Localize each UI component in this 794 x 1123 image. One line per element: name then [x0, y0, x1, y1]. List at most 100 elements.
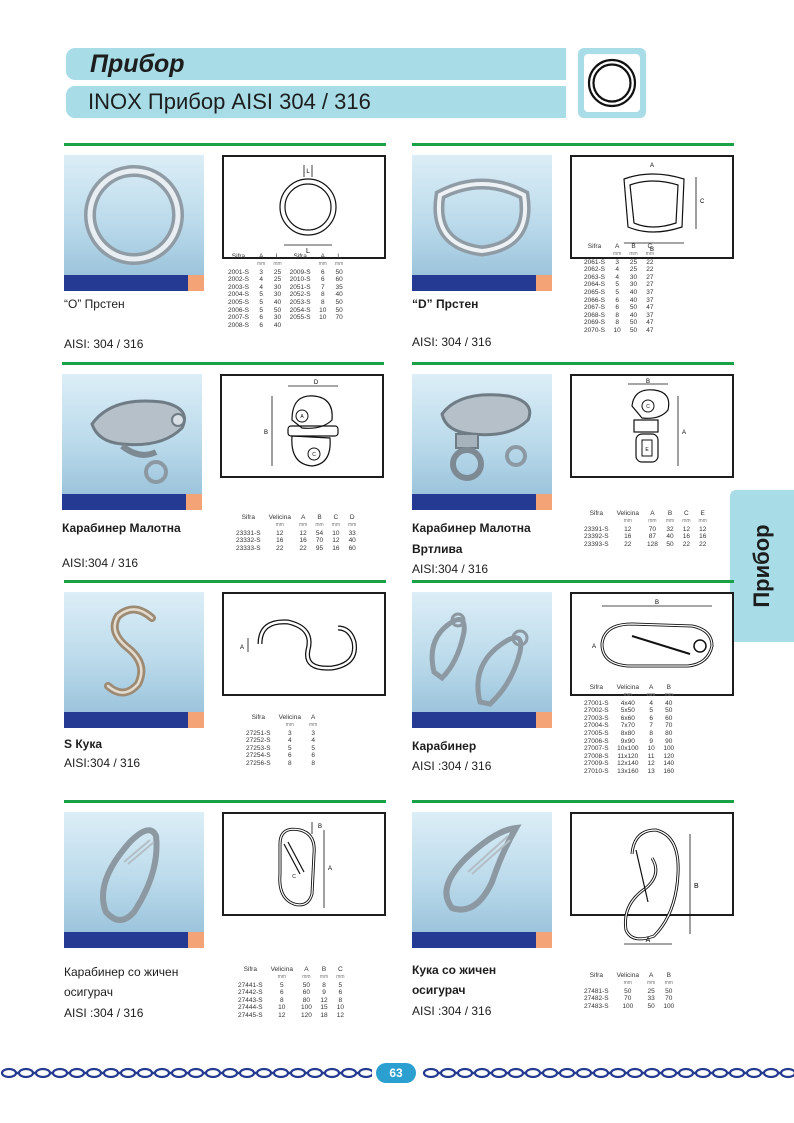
section-blue-bar — [64, 712, 188, 728]
product-photo — [64, 155, 204, 275]
side-tab-label: Прибор — [749, 524, 774, 608]
chain-decoration-icon — [422, 1067, 794, 1079]
chain-link — [119, 1067, 137, 1079]
unit-cell — [286, 261, 315, 269]
table-cell: 70 — [315, 537, 324, 545]
table-cell: 23393-S — [584, 540, 609, 548]
section-rule — [64, 800, 386, 803]
ring-logo-icon — [587, 58, 637, 108]
chain-decoration-icon — [0, 1067, 372, 1079]
column-header: D — [349, 514, 355, 521]
table-cell: 5 — [287, 744, 292, 752]
table-cell: 27445-S — [238, 1011, 263, 1019]
table-cell: 40 — [273, 298, 282, 306]
chain-link — [272, 1067, 290, 1079]
column-header: Velicina — [616, 684, 639, 691]
column-header: A — [304, 966, 309, 973]
table-cell: 50 — [665, 707, 673, 715]
product-photo — [64, 812, 204, 932]
chain-link — [170, 1067, 188, 1079]
table-cell: 27252-S — [246, 737, 271, 745]
table-cell: 27 — [646, 273, 654, 281]
table-cell: 33 — [348, 529, 356, 537]
table-cell: 30 — [273, 314, 282, 322]
section-rule — [64, 580, 386, 583]
product-photo — [412, 812, 552, 932]
table-cell: 6 — [338, 989, 343, 997]
unit-cell: mm — [256, 261, 266, 267]
section-blue-bar — [62, 494, 186, 510]
chain-link — [102, 1067, 120, 1079]
table-cell: 50 — [629, 326, 638, 334]
table-cell: 37 — [646, 288, 654, 296]
table-cell: 54 — [315, 529, 324, 537]
unit-cell: mm — [698, 518, 707, 524]
column-header: Sifra — [587, 243, 602, 250]
table-cell: 30 — [273, 291, 282, 299]
product-name-line2: Вртлива — [412, 542, 463, 556]
table-cell — [315, 322, 331, 330]
chain-link — [34, 1067, 52, 1079]
drawing-label: B — [650, 247, 654, 253]
table-cell: 25 — [629, 258, 638, 266]
drawing-label: B — [646, 379, 650, 385]
category-side-tab[interactable]: Прибор — [730, 490, 794, 642]
product-name: Карабинер — [412, 739, 477, 753]
column-header: A — [650, 510, 655, 517]
chain-link — [439, 1067, 457, 1079]
technical-drawing: B C A E — [570, 374, 734, 478]
technical-drawing: B A C — [222, 812, 386, 916]
snap-shackle-photo-icon — [90, 399, 186, 484]
table-cell: 11 — [647, 752, 655, 760]
column-header: C — [333, 514, 339, 521]
chain-link — [153, 1067, 171, 1079]
chain-link — [136, 1067, 154, 1079]
table-cell: 12 — [299, 529, 307, 537]
table-cell: 5 — [338, 981, 343, 989]
column-header: A — [258, 253, 264, 260]
table-cell — [331, 322, 347, 330]
unit-cell: mm — [682, 518, 691, 524]
table-cell: 2007-S — [228, 314, 249, 322]
product-name: Кука со жичен — [412, 963, 497, 977]
chain-link — [255, 1067, 273, 1079]
table-cell: 7x70 — [620, 722, 635, 730]
table-cell: 95 — [315, 544, 324, 552]
table-cell: 10 — [647, 745, 655, 753]
product-photo — [412, 374, 552, 494]
table-cell: 47 — [646, 304, 654, 312]
table-cell: 8 — [649, 729, 653, 737]
table-cell: 4 — [259, 276, 263, 284]
table-cell: 6 — [287, 752, 292, 760]
product-name: Карабинер Малотна — [62, 521, 181, 535]
product-photo — [62, 374, 202, 494]
header-subtitle-bar: INOX Прибор AISI 304 / 316 — [66, 86, 566, 118]
table-cell: 4x40 — [620, 699, 635, 707]
chain-link — [238, 1067, 256, 1079]
table-cell: 27004-S — [584, 722, 609, 730]
table-cell: 22 — [699, 540, 707, 548]
table-cell: 10 — [319, 314, 327, 322]
section-orange-bar — [536, 275, 552, 291]
wire-gate-carabiner-photo-icon — [100, 827, 160, 923]
table-cell: 27483-S — [584, 1002, 609, 1010]
table-cell: 8 — [338, 996, 343, 1004]
